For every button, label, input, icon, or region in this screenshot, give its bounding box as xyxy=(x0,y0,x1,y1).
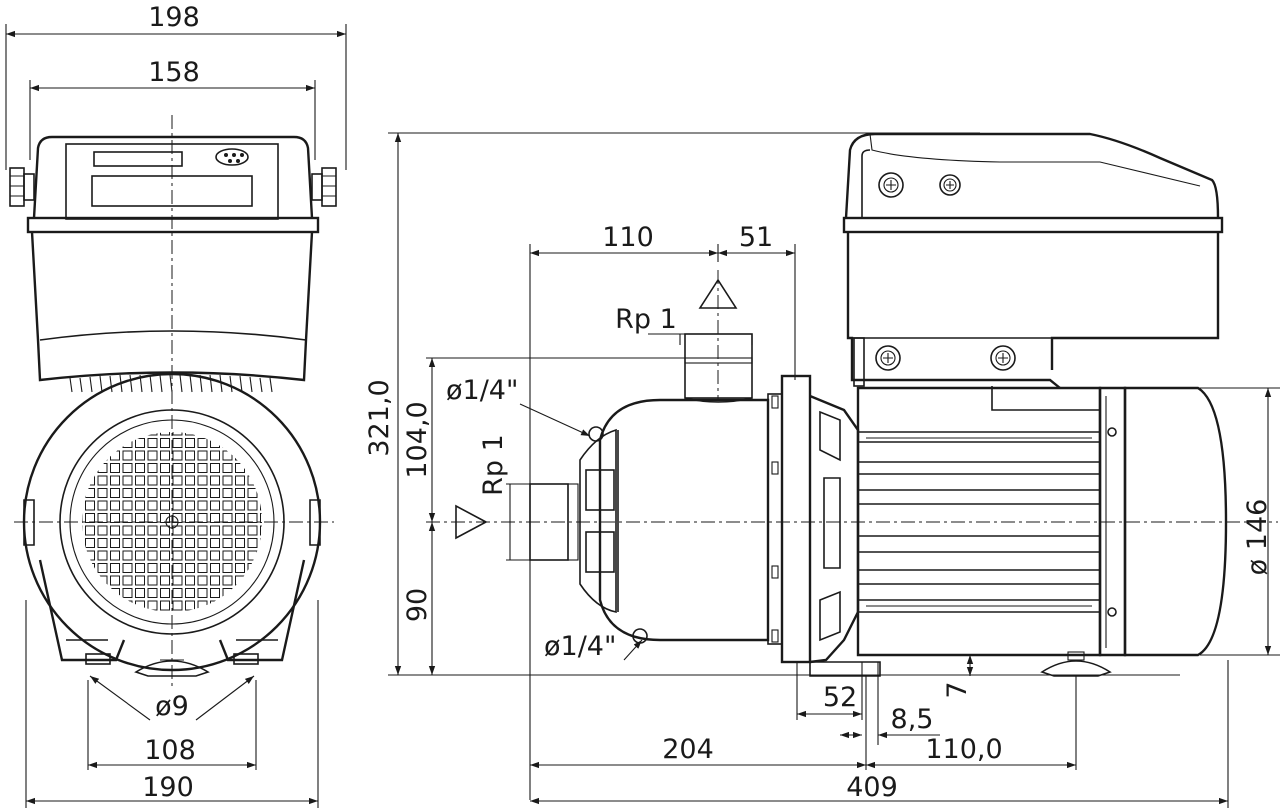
dim-label-158: 158 xyxy=(148,57,200,88)
pump-hydraulic-body xyxy=(529,333,812,664)
dim-label-190: 190 xyxy=(142,772,194,803)
dim-label-110: 110 xyxy=(602,222,654,253)
dim-foot-height: 7 xyxy=(942,654,984,699)
dim-label-rp-side: Rp 1 xyxy=(478,434,509,496)
dim-label-8-5: 8,5 xyxy=(891,704,934,735)
dim-foot-offset: 52 xyxy=(796,662,863,720)
dim-foot-width: 190 xyxy=(25,600,319,808)
dim-width-overall: 198 xyxy=(5,2,347,170)
dim-width-box: 158 xyxy=(29,57,316,160)
dim-hole-diameter: ø9 xyxy=(89,675,255,722)
front-view: 198 158 xyxy=(5,2,347,808)
dim-label-108: 108 xyxy=(144,735,196,766)
dim-label-204: 204 xyxy=(662,734,714,765)
gauge-port-bottom: ø1/4" xyxy=(544,631,643,662)
dim-inlet-axis: 110 51 xyxy=(529,222,796,800)
electronics-box-side xyxy=(842,132,1224,411)
dim-label-51: 51 xyxy=(739,222,773,253)
side-view: 321,0 104,0 90 110 51 xyxy=(364,132,1280,808)
dim-label-52: 52 xyxy=(823,682,857,713)
dim-foot-slot: 8,5 xyxy=(840,662,940,745)
dim-height-discharge: 104,0 xyxy=(402,357,685,522)
dim-inlet-foot: 204 110,0 xyxy=(530,676,1077,770)
electronics-box-front xyxy=(9,135,337,393)
dim-label-198: 198 xyxy=(148,2,200,33)
discharge-flow-arrow xyxy=(698,278,738,309)
dim-label-409: 409 xyxy=(846,772,898,803)
dim-discharge-thread: Rp 1 xyxy=(615,304,753,345)
motor-body xyxy=(809,386,1228,677)
gauge-port-top: ø1/4" xyxy=(446,375,591,437)
dim-foot-spacing: 108 xyxy=(87,680,257,770)
dim-label-90: 90 xyxy=(402,588,433,622)
suction-flow-arrow xyxy=(455,504,488,540)
dim-height-total: 321,0 xyxy=(364,132,1180,676)
dim-label-rp-top: Rp 1 xyxy=(615,304,677,335)
dim-label-gauge-top: ø1/4" xyxy=(446,375,518,406)
dim-height-axis: 90 xyxy=(402,522,436,675)
dim-label-hole: ø9 xyxy=(155,691,189,722)
dim-label-104: 104,0 xyxy=(402,401,433,478)
dim-label-321: 321,0 xyxy=(364,379,395,456)
dim-label-gauge-bottom: ø1/4" xyxy=(544,631,616,662)
dim-label-motor-diameter: ø 146 xyxy=(1242,499,1273,576)
dim-motor-diameter: ø 146 xyxy=(1190,387,1280,656)
dim-label-110-0: 110,0 xyxy=(925,734,1002,765)
dim-label-7: 7 xyxy=(942,681,973,698)
dim-length-total: 409 xyxy=(530,660,1229,808)
